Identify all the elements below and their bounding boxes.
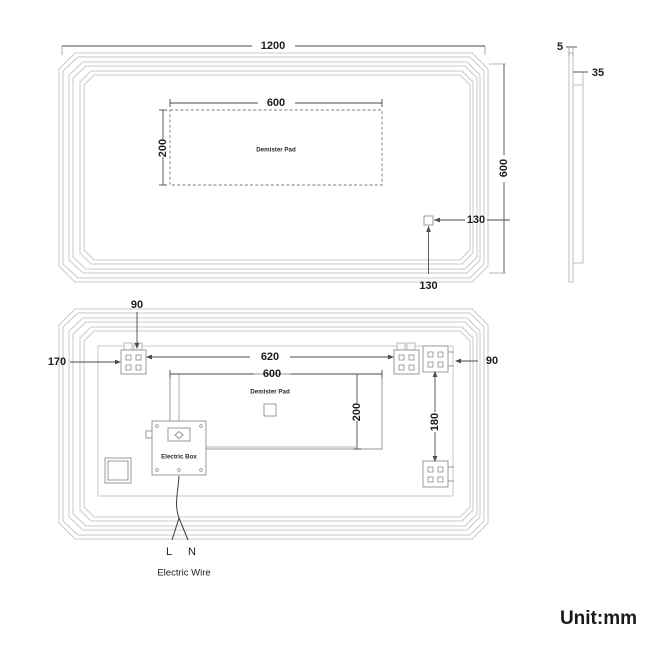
rear-dim-demister-height: 200	[351, 373, 363, 450]
front-dim-sensor-from-bottom-value: 130	[419, 280, 437, 292]
rear-dim-bracket-from-right-value: 90	[486, 355, 498, 367]
rear-dim-bracket-from-left-value: 170	[48, 356, 66, 368]
rear-dim-bracket-gap-value: 180	[429, 413, 441, 431]
bracket-top-right-inner	[393, 342, 420, 375]
rear-dim-demister-width-value: 600	[263, 368, 281, 380]
rear-demister-connector	[263, 403, 277, 417]
front-view: Demister Pad 600 200 1200	[58, 40, 510, 292]
side-dim-glass-thickness: 5	[557, 41, 577, 56]
front-dim-sensor-from-right-value: 130	[467, 214, 485, 226]
rear-view-frame-outlines	[58, 308, 489, 540]
rear-dim-bracket-gap: 180	[429, 371, 441, 462]
front-demister-pad-outline	[169, 109, 383, 186]
rear-demister-pad-label: Demister Pad	[250, 389, 290, 396]
electric-wire-caption: Electric Wire	[157, 568, 210, 579]
rear-back-panel	[97, 345, 454, 497]
side-body-block	[573, 84, 584, 264]
bracket-top-left	[120, 342, 147, 375]
front-dim-overall-height: 600	[489, 63, 510, 274]
rear-dim-bracket-span-value: 620	[261, 351, 279, 363]
front-dim-sensor-from-right: 130	[434, 214, 510, 226]
front-view-frame-outlines	[58, 52, 489, 283]
electric-box-indicator-icon	[174, 430, 184, 440]
rear-dim-bracket-from-top-value: 90	[131, 299, 143, 311]
front-touch-sensor	[423, 215, 434, 226]
side-frame-depth-block	[573, 71, 584, 86]
bracket-bottom-right	[422, 460, 454, 488]
front-dim-demister-height-value: 200	[157, 139, 169, 157]
front-dim-sensor-from-bottom: 130	[419, 226, 438, 292]
electric-box: Electric Box	[145, 420, 207, 476]
front-dim-demister-width: 600	[169, 97, 383, 109]
front-dim-demister-height: 200	[157, 109, 169, 186]
front-dim-demister-width-value: 600	[267, 97, 285, 109]
rear-view: Demister Pad 600 200	[48, 299, 498, 579]
side-view: 5 35	[557, 41, 604, 283]
front-dim-overall-width: 1200	[61, 40, 486, 55]
front-dim-overall-height-value: 600	[498, 159, 510, 177]
rear-dim-bracket-from-left: 170	[48, 356, 121, 368]
wire-label-neutral: N	[188, 546, 196, 558]
unit-note: Unit:mm	[560, 608, 637, 629]
electric-wire-branch-n	[178, 517, 189, 541]
rear-mount-plate	[104, 457, 132, 484]
electric-box-left-tab	[145, 430, 153, 439]
side-dim-glass-thickness-value: 5	[557, 41, 563, 53]
wire-label-live: L	[166, 546, 172, 558]
side-dim-frame-depth-value: 35	[592, 67, 604, 79]
electric-box-label: Electric Box	[161, 454, 197, 461]
front-demister-pad-label: Demister Pad	[256, 147, 296, 154]
side-dim-frame-depth: 35	[573, 67, 604, 79]
rear-dim-bracket-from-right: 90	[455, 355, 498, 367]
rear-dim-demister-height-value: 200	[351, 403, 363, 421]
rear-dim-demister-width: 600	[169, 368, 383, 380]
side-glass-profile	[568, 52, 574, 283]
bracket-top-right-outer	[422, 345, 454, 373]
rear-dim-bracket-span: 620	[146, 351, 394, 363]
electric-box-terminal	[167, 427, 191, 442]
rear-demister-pad-outline	[169, 373, 383, 450]
front-dim-overall-width-value: 1200	[261, 40, 285, 52]
electric-wire-line	[171, 475, 180, 541]
rear-dim-bracket-from-top: 90	[131, 299, 143, 349]
